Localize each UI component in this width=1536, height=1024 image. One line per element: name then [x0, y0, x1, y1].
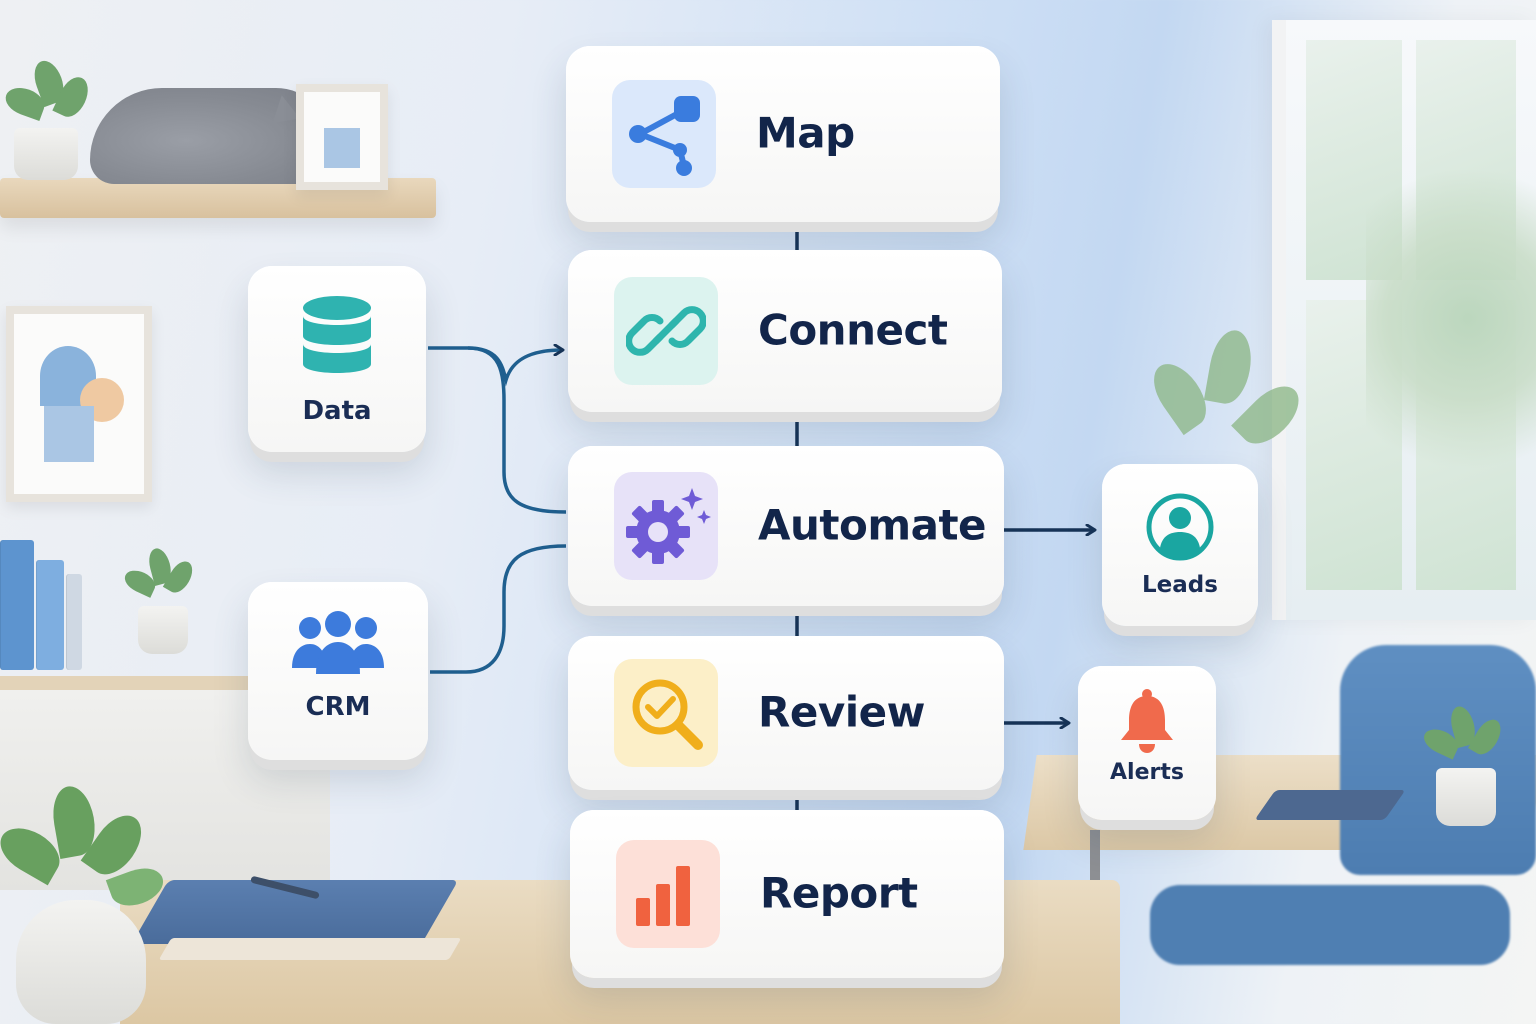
step-label-map: Map	[756, 108, 855, 158]
output-label-alerts: Alerts	[1110, 760, 1184, 785]
output-card-alerts[interactable]: Alerts	[1078, 666, 1216, 820]
step-tile-report	[616, 840, 720, 948]
step-card-review[interactable]: Review	[568, 636, 1004, 790]
link-icon	[626, 306, 706, 356]
book	[0, 540, 34, 670]
gear-sparkle-icon	[626, 488, 711, 564]
step-label-report: Report	[760, 868, 918, 918]
plant-pot	[16, 900, 146, 1024]
step-card-connect[interactable]: Connect	[568, 250, 1002, 412]
users-icon	[292, 611, 384, 674]
step-tile-map	[612, 80, 716, 188]
bar-chart-icon	[636, 866, 690, 926]
step-card-automate[interactable]: Automate	[568, 446, 1004, 606]
step-card-report[interactable]: Report	[570, 810, 1004, 978]
connector-crm-automate	[430, 544, 567, 674]
step-tile-review	[614, 659, 718, 767]
input-label-data: Data	[302, 396, 372, 426]
step-label-connect: Connect	[758, 305, 948, 355]
book	[36, 560, 64, 670]
background-foliage	[1366, 170, 1536, 500]
connector-data-connect	[428, 348, 562, 387]
step-label-review: Review	[758, 687, 925, 737]
input-card-data[interactable]: Data	[248, 266, 426, 452]
input-card-crm[interactable]: CRM	[248, 582, 428, 760]
plant-pot	[14, 128, 78, 180]
step-tile-automate	[614, 472, 718, 580]
database-icon	[303, 296, 371, 373]
plant-pot	[138, 606, 188, 654]
background-chair-seat	[1150, 885, 1510, 965]
bell-icon	[1121, 689, 1173, 753]
picture-frame-art	[6, 306, 152, 502]
picture-frame-small	[296, 84, 388, 190]
sleeping-cat	[90, 88, 330, 184]
plant-pot	[1436, 768, 1496, 826]
user-circle-icon	[1146, 493, 1214, 561]
search-check-icon	[632, 679, 703, 750]
input-label-crm: CRM	[305, 692, 371, 722]
step-tile-connect	[614, 277, 718, 385]
output-card-leads[interactable]: Leads	[1102, 464, 1258, 626]
step-card-map[interactable]: Map	[566, 46, 1000, 222]
book	[66, 574, 82, 670]
share-nodes-icon	[629, 96, 700, 176]
step-label-automate: Automate	[758, 500, 987, 550]
background-chair	[1340, 645, 1536, 875]
output-label-leads: Leads	[1142, 572, 1218, 598]
connector-data-automate	[467, 346, 567, 514]
